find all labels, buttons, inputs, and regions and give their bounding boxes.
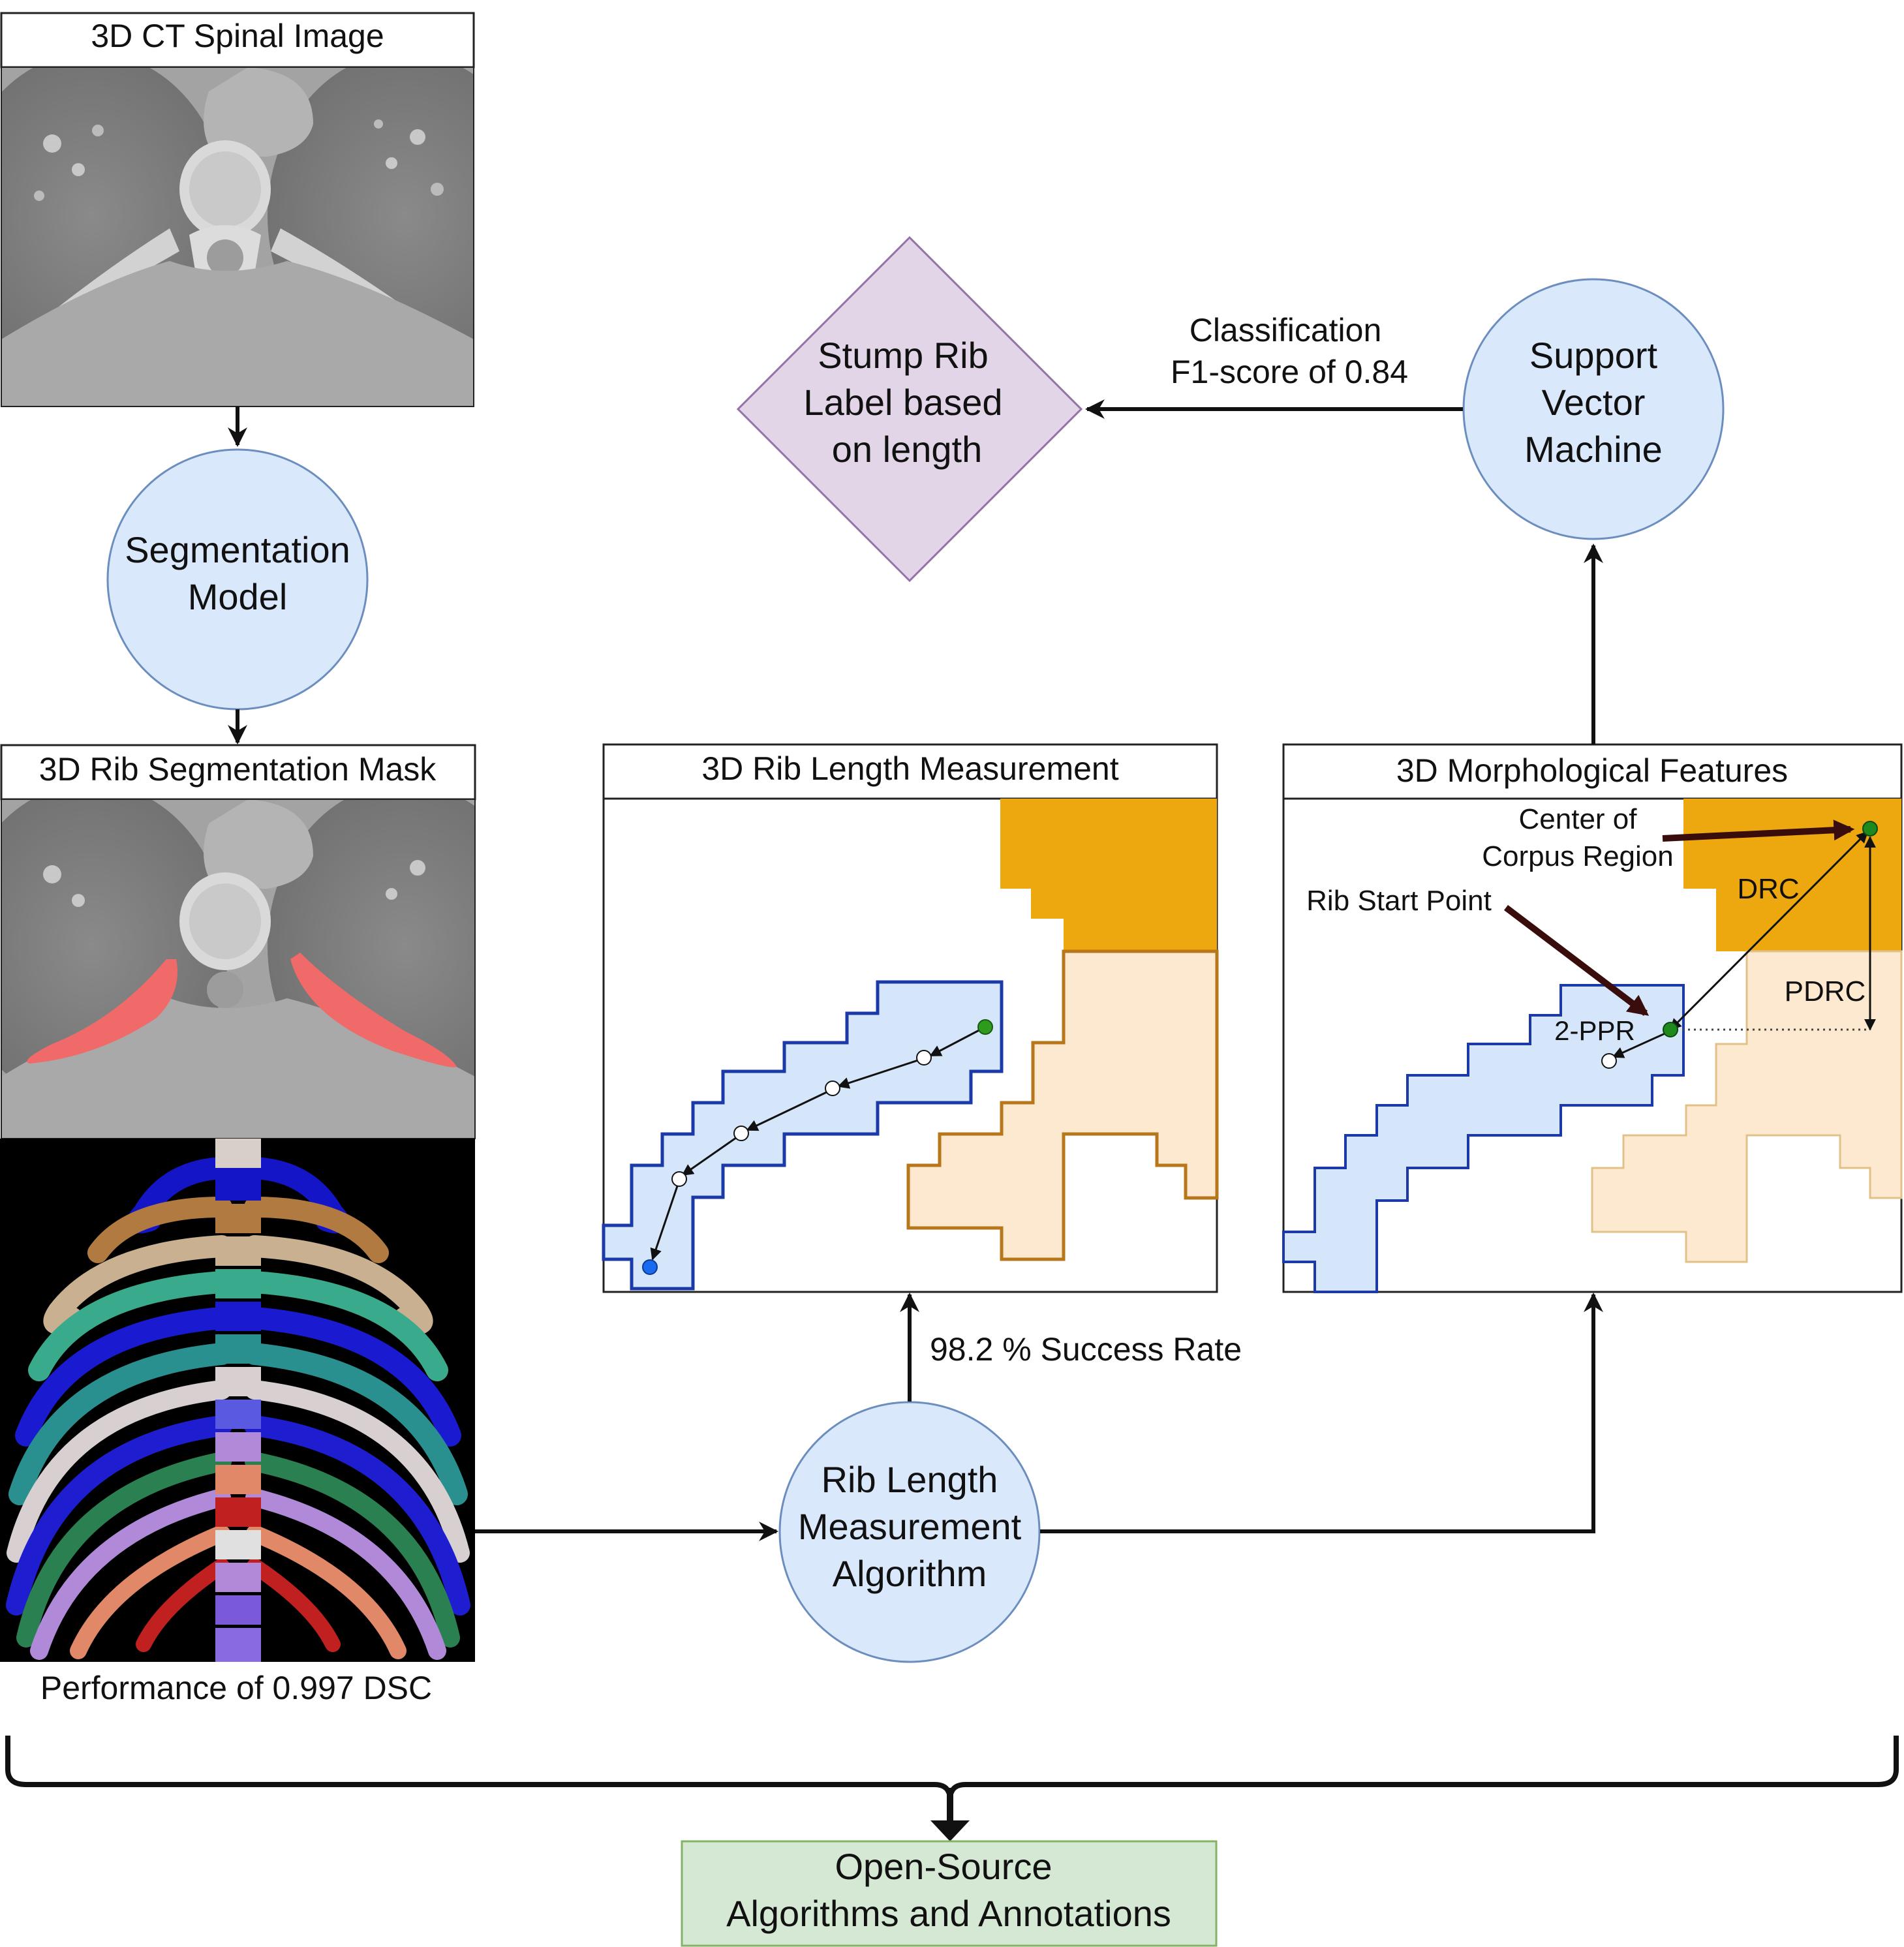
svm-line3: Machine [1524,429,1663,470]
open-source-line1: Open-Source [835,1846,1052,1887]
open-source-line2: Algorithms and Annotations [726,1893,1171,1934]
algorithm-line1: Rib Length [821,1459,998,1500]
arrow-brace-head [930,1820,970,1841]
corpus-center-pointer [1662,820,1855,842]
ppr-label: 2-PPR [1554,1015,1635,1046]
stump-label-line2: Label based [803,382,1002,423]
morph-panel-title-box [1282,743,1903,800]
dsc-caption: Performance of 0.997 DSC [40,1670,432,1706]
ppr-direction-line [1612,1031,1668,1058]
segmentation-model-line1: Segmentation [125,529,350,570]
mask-title: 3D Rib Segmentation Mask [39,751,437,788]
morph-rib-region [1282,984,1685,1293]
center-corpus-label-line1: Center of [1519,803,1638,835]
svm-line2: Vector [1542,382,1646,423]
rib-length-path [650,1026,986,1261]
center-corpus-label-line2: Corpus Region [1482,840,1674,872]
classification-line1: Classification [1190,312,1382,348]
rib-length-algorithm-node [778,1401,1041,1663]
morph-rib-start-marker [1663,1022,1678,1037]
path-point [916,1050,932,1065]
corpus-center-marker [1862,821,1878,836]
drc-distance-line [1669,831,1869,1031]
stump-label-line3: on length [832,429,982,470]
arrow-algorithm-to-morph-panel [1040,1293,1603,1533]
rib-length-measurement-panel: 3D Rib Length Measurement [602,743,1219,1293]
morphological-features-panel: 3D Morphological Features Center of Corp… [1282,743,1903,1293]
segmentation-model-line2: Model [188,576,288,617]
svm-line1: Support [1529,335,1658,376]
left-rib-mask [27,959,178,1064]
rib-start-point-marker [977,1019,993,1035]
rib-segmentation-mask-block: 3D Rib Segmentation Mask [0,744,476,1706]
stump-label-line1: Stump Rib [818,335,988,376]
ct-slice-image [1,67,474,406]
path-point [825,1081,840,1096]
pdrc-label: PDRC [1785,975,1866,1007]
rib-end-point-marker [642,1259,658,1275]
length-panel-title: 3D Rib Length Measurement [701,750,1118,787]
classification-line2: F1-score of 0.84 [1171,354,1408,390]
rib-start-pointer [1503,905,1650,1016]
vertebra-body-dark [1000,799,1217,951]
right-rib-mask [290,953,457,1067]
algorithm-line2: Measurement [798,1506,1022,1547]
open-source-node [681,1840,1218,1947]
length-panel-title-box [602,743,1218,800]
mask-title-box [0,744,476,801]
ct-title: 3D CT Spinal Image [91,18,384,54]
rib-region-length [602,980,1004,1291]
vertebra-body-light [906,949,1219,1261]
path-point [733,1126,749,1141]
algorithm-line3: Algorithm [833,1553,987,1594]
mask-slice-image [1,799,475,1139]
rib-start-label: Rib Start Point [1306,885,1492,917]
ct-title-box [0,12,475,69]
ct-spinal-image-block: 3D CT Spinal Image [0,12,475,407]
rib-cage-3d-render [0,1139,475,1662]
path-point [671,1171,687,1187]
stump-rib-label-node [736,236,1083,583]
drc-label: DRC [1737,873,1799,905]
success-rate-label: 98.2 % Success Rate [930,1331,1242,1368]
morph-panel-title: 3D Morphological Features [1396,752,1788,789]
ppr-point-marker [1601,1053,1617,1069]
svm-node [1462,278,1725,540]
